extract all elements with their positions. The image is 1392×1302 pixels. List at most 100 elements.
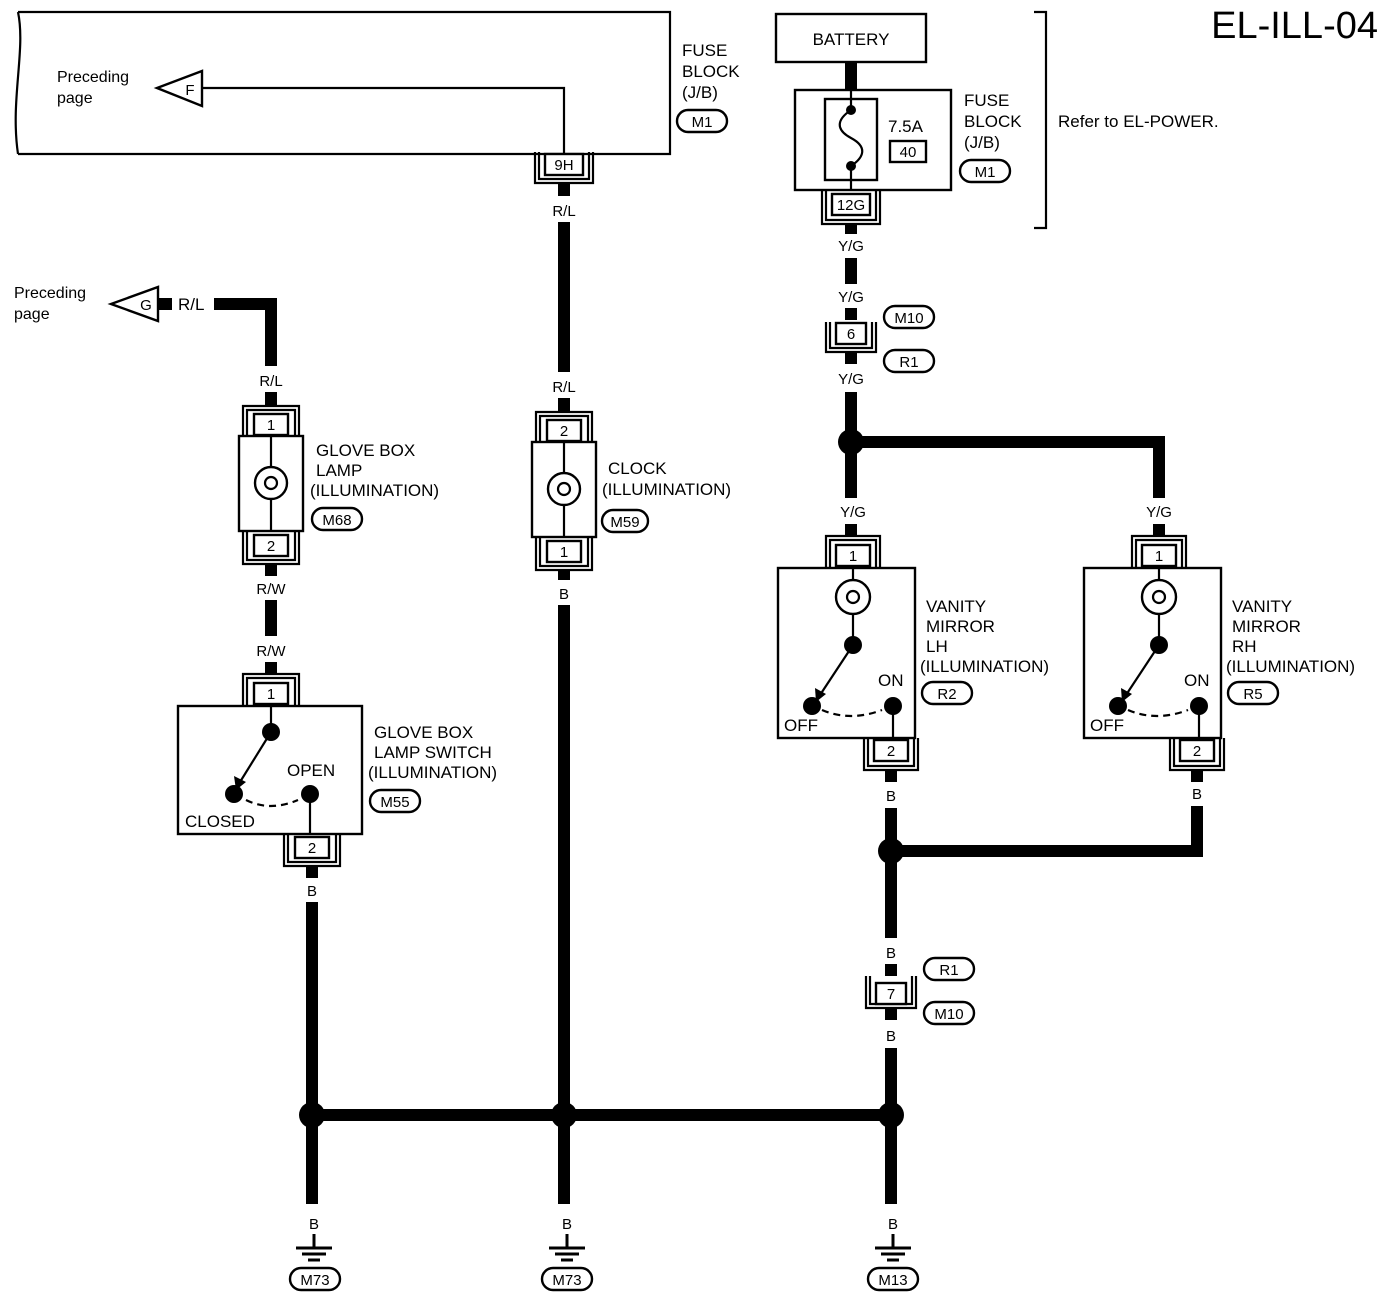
vanity-rh-lever-arrow [1121,688,1132,702]
vanity-lh-lever [819,644,854,696]
wire-label-b-g2: B [562,1216,572,1233]
battery-label: BATTERY [813,30,890,49]
connector-6-id2-oval [882,348,936,374]
svg-text:(J/B): (J/B) [964,133,1000,152]
vanity-lh-pin1-bracket [824,534,882,568]
wire-label-b-clock: B [559,586,569,603]
fuse-number: 40 [900,144,917,161]
connector-7-id1: R1 [939,962,958,979]
arrow-g-letter: G [140,297,152,314]
bracket [1034,10,1048,230]
wire-label-b-4: B [886,945,896,962]
splice-ground-1 [299,1102,325,1128]
vanity-lh-pin2: 2 [887,743,895,760]
vanity-rh-id-oval [1226,680,1280,706]
wire-g-to-glovebox [214,298,277,366]
svg-text:FUSE: FUSE [964,91,1009,110]
wire-label-b-5: B [886,1028,896,1045]
fuse-block-right-id: M1 [975,164,996,181]
ground-1-icon [296,1234,332,1262]
fuse-block-top-id-oval [675,108,729,134]
ground-2-icon [549,1234,585,1262]
gb-switch-open-label: OPEN [287,761,335,780]
wire-label-yg-rh: Y/G [1146,504,1172,521]
clock-pin2-bracket [534,410,594,442]
terminal-9h-bracket [533,152,595,185]
svg-text:Preceding: Preceding [57,69,129,86]
vanity-lh-pin1-box [834,543,872,568]
svg-text:LAMP: LAMP [316,461,362,480]
vanity-rh-lever [1125,644,1160,696]
wire-label-b-gb: B [307,883,317,900]
fuse-block-top-id: M1 [692,114,713,131]
svg-text:(ILLUMINATION): (ILLUMINATION) [368,763,497,782]
terminal-12g-label: 12G [837,197,865,214]
connector-7-id1-oval [922,956,976,982]
ground-2-id: M73 [552,1272,581,1289]
clock-id-oval [600,508,650,534]
vanity-lh-pin1: 1 [849,548,857,565]
connector-6-box [834,321,868,346]
fuse-block-top-break [14,11,22,155]
fuse-block-right-id-oval [958,158,1012,184]
clock-pin1: 1 [560,544,568,561]
clock-lamp-icon [546,471,582,507]
terminal-9h-label: 9H [554,157,573,174]
internal-wire-f [202,86,566,155]
terminal-12g-box [830,192,872,217]
wire-label-yg-lh: Y/G [840,504,866,521]
wire-label-rw-1: R/W [256,581,286,598]
fuse-block-top-label: FUSE BLOCK (J/B) [682,41,740,102]
svg-text:VANITY: VANITY [1232,597,1292,616]
svg-text:(ILLUMINATION): (ILLUMINATION) [920,657,1049,676]
vanity-rh-id: R5 [1243,686,1262,703]
vanity-rh-pin1-bracket [1130,534,1188,568]
ground-3-id-oval [866,1266,920,1292]
vanity-rh-lamp-filament-icon [1151,589,1167,605]
svg-text:CLOCK: CLOCK [608,459,667,478]
svg-text:page: page [57,90,93,107]
glovebox-lamp-id-oval [310,506,364,532]
glovebox-lamp-pin2: 2 [267,538,275,555]
wire-label-b-lh: B [886,788,896,805]
vanity-rh-pin1: 1 [1155,548,1163,565]
glovebox-lamp-pin1: 1 [267,417,275,434]
ground-1-id: M73 [300,1272,329,1289]
connector-6-pin: 6 [847,326,855,343]
svg-text:BLOCK: BLOCK [964,112,1022,131]
vanity-lh-off-contact [803,697,821,715]
vanity-lh-lamp-filament-icon [845,589,861,605]
gb-switch-dash [245,798,299,808]
gb-switch-lever [239,731,272,783]
vanity-rh-on: ON [1184,671,1210,690]
gb-switch-label: GLOVE BOX LAMP SWITCH (ILLUMINATION) [368,723,497,782]
wire-label-yg-2: Y/G [838,289,864,306]
vanity-lh-off: OFF [784,716,818,735]
svg-text:GLOVE BOX: GLOVE BOX [316,441,415,460]
wire-label-rl-3: R/L [259,373,282,390]
gb-switch-pin2-box [293,835,331,860]
gb-switch-id: M55 [380,794,409,811]
vanity-rh-pin2: 2 [1193,743,1201,760]
gb-switch-pin1: 1 [267,686,275,703]
clock-pin2: 2 [560,423,568,440]
wire-label-b-g1: B [309,1216,319,1233]
wire-label-rl-2: R/L [552,379,575,396]
glovebox-lamp-filament-icon [263,475,279,491]
ground-3-icon [875,1234,911,1262]
gb-switch-pin2: 2 [308,840,316,857]
svg-text:LAMP SWITCH: LAMP SWITCH [374,743,492,762]
splice-ground-2 [551,1102,577,1128]
terminal-9h-box [543,152,585,177]
refer-note: Refer to EL-POWER. [1058,112,1219,131]
glovebox-lamp-id: M68 [322,512,351,529]
connector-7-pin: 7 [887,986,895,1003]
vanity-lh-lever-arrow [815,688,826,702]
vanity-rh-off: OFF [1090,716,1124,735]
glovebox-lamp-label: GLOVE BOX LAMP (ILLUMINATION) [310,441,439,500]
ground-3-id: M13 [878,1272,907,1289]
glovebox-lamp-icon [253,465,289,501]
clock-id: M59 [610,514,639,531]
svg-text:page: page [14,306,50,323]
svg-text:LH: LH [926,637,948,656]
